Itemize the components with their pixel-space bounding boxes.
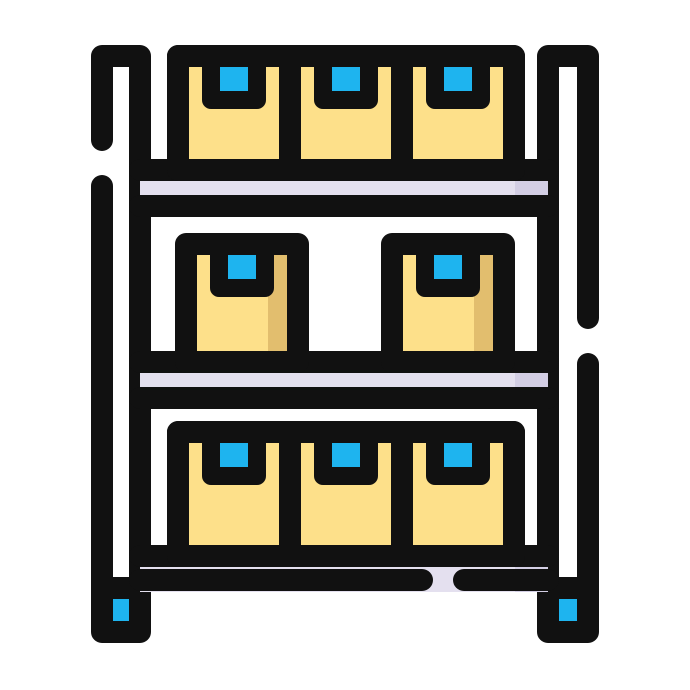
shelf-posts — [91, 45, 599, 643]
right-post — [537, 45, 599, 643]
box-outline — [381, 233, 515, 373]
left-post — [91, 45, 151, 643]
bottom-box-3 — [391, 421, 525, 567]
shelf-boxes — [167, 45, 525, 567]
box-outline — [175, 233, 309, 373]
bottom-box-1 — [167, 421, 301, 567]
box-flap-line — [202, 432, 266, 485]
bottom-row-outline — [167, 421, 525, 567]
box-flap-line — [416, 244, 480, 297]
box-flap-line — [202, 56, 266, 109]
top-box-1 — [167, 45, 301, 181]
box-flap-line — [426, 432, 490, 485]
box-flap-line — [314, 56, 378, 109]
box-flap-line — [314, 432, 378, 485]
top-box-3 — [391, 45, 525, 181]
middle-box-1 — [175, 233, 309, 373]
top-row-outline — [167, 45, 525, 181]
bottom-box-2 — [279, 421, 413, 567]
middle-box-2 — [381, 233, 515, 373]
left-post-outline — [91, 45, 151, 643]
box-flap-line — [426, 56, 490, 109]
top-box-2 — [279, 45, 413, 181]
box-flap-line — [210, 244, 274, 297]
